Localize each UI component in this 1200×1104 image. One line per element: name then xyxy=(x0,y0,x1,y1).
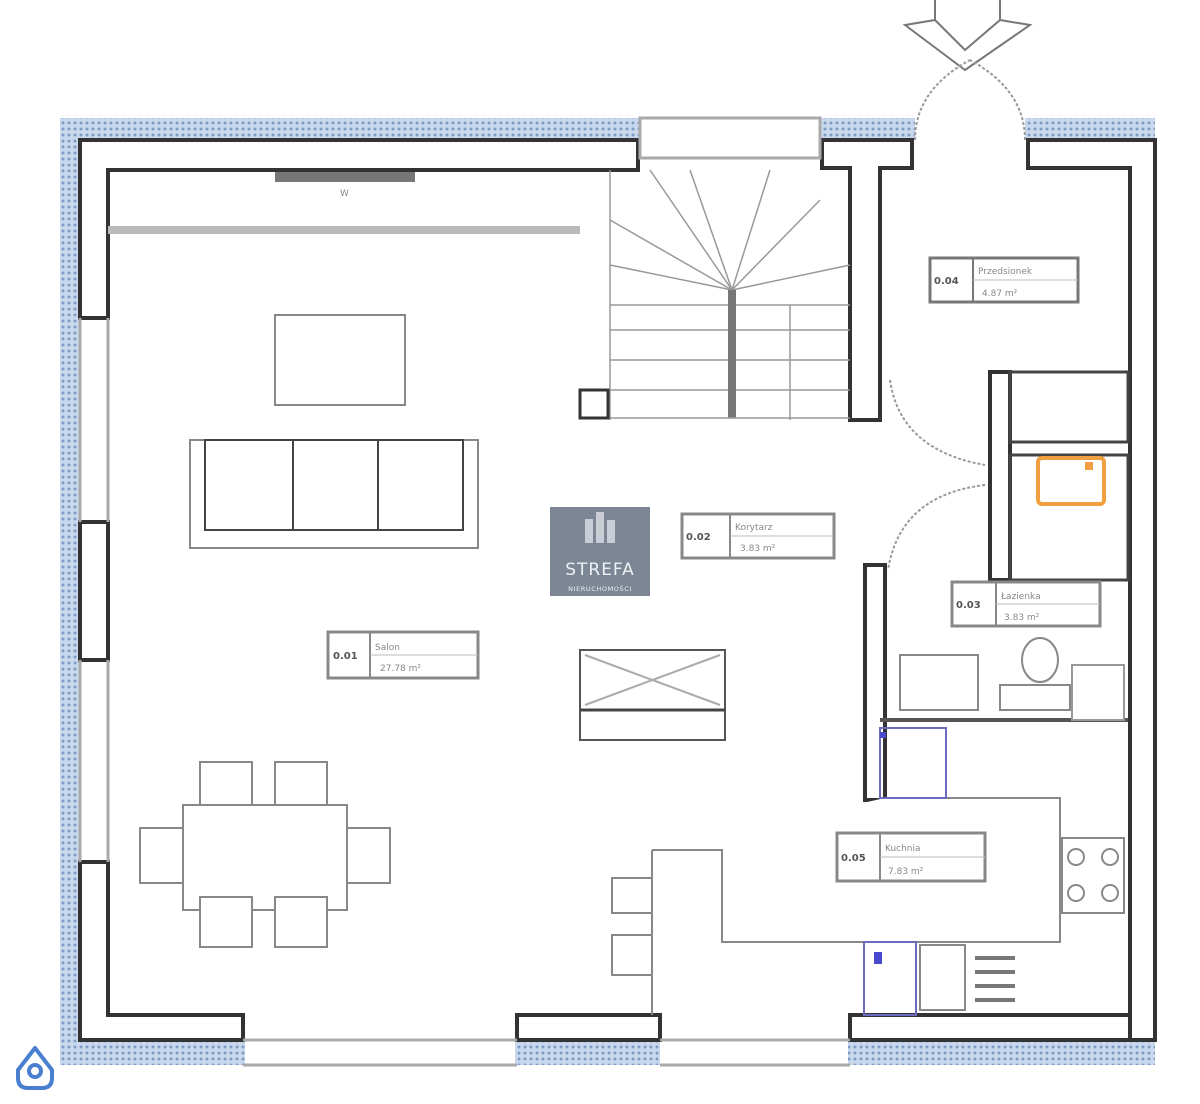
entrance-arrow-icon xyxy=(902,0,1033,72)
insulation-layer xyxy=(60,118,1155,1065)
svg-text:0.03: 0.03 xyxy=(956,600,981,611)
svg-text:0.05: 0.05 xyxy=(841,853,866,864)
svg-text:3.83 m²: 3.83 m² xyxy=(740,544,776,554)
window-marker xyxy=(275,172,415,182)
window-tag: W xyxy=(340,189,349,199)
svg-text:NIERUCHOMOŚCI: NIERUCHOMOŚCI xyxy=(568,584,632,593)
toilet xyxy=(1021,637,1059,683)
coffee-table xyxy=(579,649,726,741)
light-walls xyxy=(78,116,1130,1067)
room-label-salon: 0.01 Salon 27.78 m² xyxy=(326,630,480,680)
room-label-kuchnia: 0.05 Kuchnia 7.83 m² xyxy=(835,831,987,883)
svg-text:0.01: 0.01 xyxy=(333,651,358,662)
svg-text:27.78 m²: 27.78 m² xyxy=(380,664,421,674)
sink xyxy=(1036,456,1106,506)
room-label-przedsionek: 0.04 Przedsionek 4.87 m² xyxy=(928,256,1080,304)
svg-text:Przedsionek: Przedsionek xyxy=(978,267,1033,277)
svg-text:Korytarz: Korytarz xyxy=(735,523,773,533)
room-label-lazienka: 0.03 Łazienka 3.83 m² xyxy=(950,580,1102,628)
kitchen-units xyxy=(863,727,947,1016)
door-swings xyxy=(887,59,1026,571)
furniture xyxy=(139,314,1125,1015)
svg-text:0.02: 0.02 xyxy=(686,532,711,543)
cooktop xyxy=(1061,837,1125,914)
svg-text:Kuchnia: Kuchnia xyxy=(885,844,921,854)
svg-text:0.04: 0.04 xyxy=(934,276,959,287)
strefa-logo: STREFA NIERUCHOMOŚCI xyxy=(550,507,650,596)
svg-text:3.83 m²: 3.83 m² xyxy=(1004,613,1040,623)
tv-unit xyxy=(274,314,406,406)
staircase xyxy=(578,169,851,420)
room-label-korytarz: 0.02 Korytarz 3.83 m² xyxy=(680,512,836,560)
location-pin-icon xyxy=(16,1046,54,1090)
dining-table xyxy=(182,804,348,911)
svg-text:4.87 m²: 4.87 m² xyxy=(982,289,1018,299)
bathtub xyxy=(899,654,979,711)
svg-text:Łazienka: Łazienka xyxy=(1000,592,1041,602)
svg-text:STREFA: STREFA xyxy=(565,560,635,580)
svg-text:Salon: Salon xyxy=(375,643,400,653)
svg-text:7.83 m²: 7.83 m² xyxy=(888,867,924,877)
